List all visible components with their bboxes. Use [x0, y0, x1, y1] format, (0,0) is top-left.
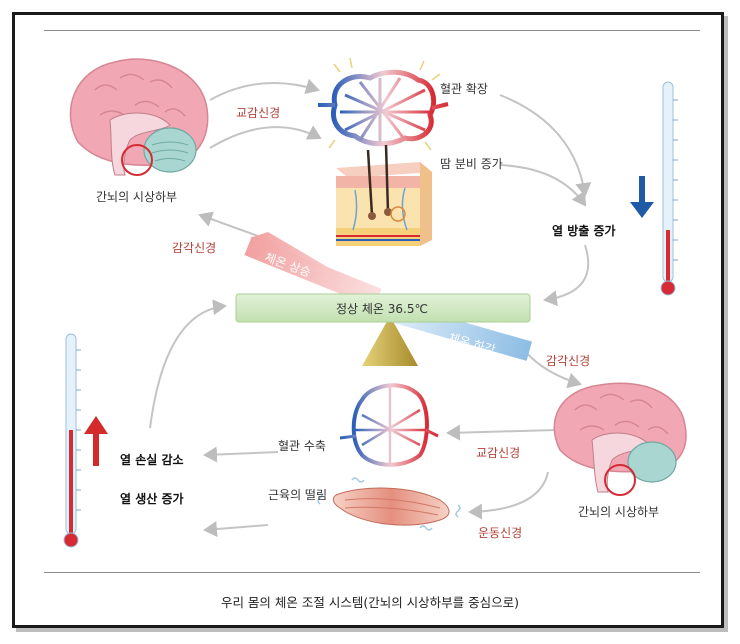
- heat-release-label: 열 방출 증가: [552, 224, 616, 238]
- shivering-label: 근육의 떨림: [268, 488, 328, 502]
- vasodilation-label: 혈관 확장: [440, 82, 488, 96]
- blood-vessel-icon-top: [318, 57, 449, 151]
- blood-vessel-icon-bottom: [339, 383, 439, 467]
- vasoconstriction-label: 혈관 수축: [278, 439, 326, 453]
- thermometer-icon-left: [63, 333, 81, 548]
- brain-icon-top: [69, 58, 209, 176]
- arrow-up-icon: [84, 416, 108, 466]
- motor-nerve-label: 운동신경: [478, 526, 523, 540]
- heat-production-label: 열 생산 증가: [120, 492, 184, 506]
- hypothalamus-top-label: 간뇌의 시상하부: [96, 190, 178, 204]
- figure-caption: 우리 몸의 체온 조절 시스템(간뇌의 시상하부를 중심으로): [220, 595, 520, 610]
- heat-loss-decrease-label: 열 손실 감소: [120, 453, 184, 467]
- skin-section-icon: [336, 144, 432, 246]
- hypothalamus-bottom-label: 간뇌의 시상하부: [578, 505, 660, 519]
- bottom-rule: [44, 572, 700, 573]
- muscle-icon: [317, 477, 461, 531]
- sympathetic-nerve-top-label: 교감신경: [236, 106, 281, 120]
- top-rule: [44, 30, 700, 31]
- arrow-down-icon: [630, 176, 654, 218]
- sensory-nerve-top-label: 감각신경: [172, 241, 217, 255]
- normal-temp-label: 정상 체온 36.5℃: [336, 302, 428, 316]
- seesaw: [235, 232, 533, 366]
- thermometer-icon-right: [660, 81, 678, 296]
- sweat-label: 땀 분비 증가: [440, 157, 503, 171]
- brain-icon-bottom: [553, 382, 687, 496]
- sensory-nerve-bottom-label: 감각신경: [546, 354, 591, 368]
- sympathetic-nerve-bottom-label: 교감신경: [476, 446, 521, 460]
